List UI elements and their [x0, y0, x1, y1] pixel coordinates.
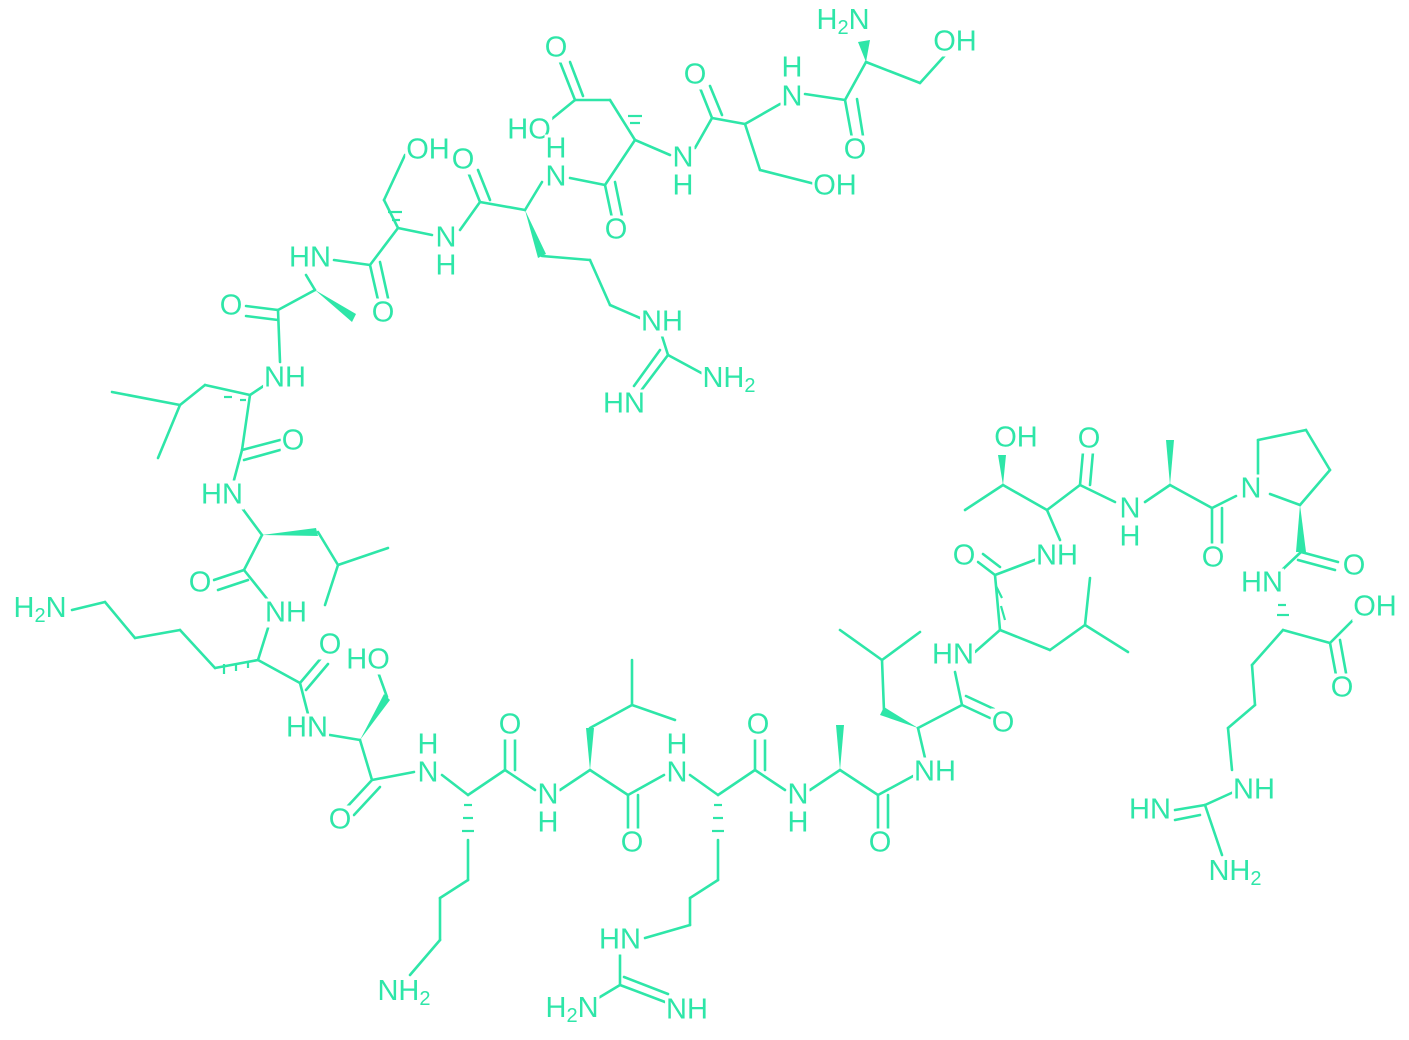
atom-label: N — [665, 756, 689, 789]
atom-label: N — [1118, 492, 1142, 525]
atom-label: H — [1118, 520, 1142, 553]
atom-label: O — [1329, 671, 1355, 704]
atom-label: N — [434, 221, 458, 254]
atom-label: O — [450, 143, 476, 176]
atom-label: N — [416, 756, 440, 789]
atom-label: NH — [665, 993, 709, 1026]
atom-label: NH2 — [1207, 855, 1263, 890]
atom-label: O — [317, 628, 343, 661]
atom-label: N — [1239, 472, 1263, 505]
atom-label: HO — [345, 643, 391, 676]
atom-label: H — [544, 132, 568, 165]
atom-label: H2N — [815, 4, 871, 39]
atom-label: HN — [288, 241, 332, 274]
atom-label: O — [497, 708, 523, 741]
atom-label: HO — [506, 113, 552, 146]
atom-label: HN — [598, 923, 642, 956]
atom-label: N — [786, 778, 810, 811]
atom-label: H — [665, 728, 689, 761]
atom-label: NH2 — [701, 362, 757, 397]
bonds — [70, 40, 1357, 1004]
atom-label: O — [370, 296, 396, 329]
atom-label: HN — [1240, 566, 1284, 599]
atom-label: NH — [913, 755, 957, 788]
atom-label: HN — [1128, 793, 1172, 826]
atom-label: H2N — [544, 992, 600, 1027]
atom-label: O — [280, 424, 306, 457]
atom-label: H — [536, 806, 560, 839]
atom-label: OH — [932, 25, 978, 58]
atom-label: N — [671, 141, 695, 174]
atom-label: NH2 — [376, 975, 432, 1010]
hashed-bonds — [222, 114, 1289, 833]
atom-label: OH — [405, 133, 451, 166]
atom-label: O — [619, 826, 645, 859]
atom-label: O — [1076, 422, 1102, 455]
atom-label: O — [1200, 541, 1226, 574]
atom-label: NH — [1232, 773, 1276, 806]
atom-label: N — [544, 160, 568, 193]
atom-label: H2N — [12, 592, 68, 627]
atom-label: O — [745, 708, 771, 741]
atom-label: H — [434, 249, 458, 282]
atom-label: O — [842, 133, 868, 166]
atom-label: O — [867, 826, 893, 859]
atom-label: OH — [993, 421, 1039, 454]
atom-label: O — [990, 706, 1016, 739]
atom-label: N — [536, 778, 560, 811]
atom-label: OH — [1352, 590, 1398, 623]
atom-label: H — [780, 51, 804, 84]
atom-label: NH — [640, 305, 684, 338]
atom-label: H — [786, 806, 810, 839]
atom-label: O — [682, 58, 708, 91]
atom-label: O — [603, 213, 629, 246]
atom-label: OH — [812, 169, 858, 202]
atom-label: HN — [200, 478, 244, 511]
atom-label: O — [1341, 549, 1367, 582]
atom-label: N — [780, 80, 804, 113]
atom-label: HN — [602, 387, 646, 420]
atom-label: H — [671, 169, 695, 202]
atom-label: NH — [264, 596, 308, 629]
atom-label: O — [218, 289, 244, 322]
atom-label: O — [187, 566, 213, 599]
atom-label: O — [543, 31, 569, 64]
atom-label: H — [416, 728, 440, 761]
atom-label: HN — [285, 711, 329, 744]
atom-label: O — [327, 803, 353, 836]
atom-label: NH — [263, 361, 307, 394]
atom-label: O — [951, 539, 977, 572]
atom-label: NH — [1035, 539, 1079, 572]
atom-label: HN — [931, 638, 975, 671]
